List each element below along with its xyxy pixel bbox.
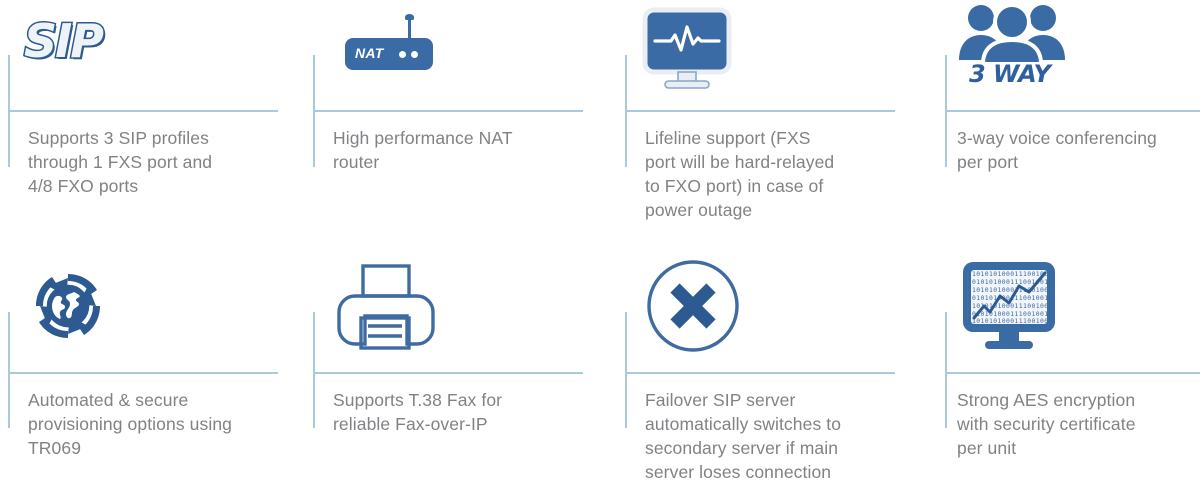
- router-antenna-tip: [405, 14, 414, 20]
- printer-fax-glyph: [337, 264, 435, 350]
- nat-router-icon: NAT: [333, 8, 453, 88]
- router-body: NAT: [345, 38, 433, 70]
- cell-horizontal-rule: [625, 372, 895, 374]
- cell-horizontal-rule: [945, 372, 1200, 374]
- circle-x-glyph: [647, 260, 739, 352]
- circle-x-icon: [643, 256, 743, 361]
- sip-logo-text: SIP: [23, 13, 104, 70]
- feature-caption: Failover SIP server automatically switch…: [645, 390, 842, 482]
- three-users-icon: 3 WAY: [955, 0, 1085, 100]
- icon-area: [625, 250, 865, 352]
- router-antenna-pole: [408, 18, 411, 40]
- feature-caption: 3-way voice conferencing per port: [957, 128, 1157, 172]
- icon-area: 3 WAY: [945, 0, 1185, 100]
- icon-area: [8, 250, 248, 350]
- icon-area: NAT: [313, 0, 553, 100]
- cell-horizontal-rule: [8, 110, 278, 112]
- feature-card-lifeline-support: Lifeline support (FXS port will be hard-…: [625, 0, 930, 235]
- three-users-glyph: [959, 3, 1065, 64]
- cell-horizontal-rule: [313, 372, 583, 374]
- monitor-heartbeat-glyph: [642, 7, 732, 89]
- cell-vertical-rule: [313, 312, 315, 428]
- feature-caption: Lifeline support (FXS port will be hard-…: [645, 128, 835, 220]
- svg-text:101010100011100100101010: 101010100011100100101010: [972, 286, 1061, 294]
- cell-vertical-rule: [945, 312, 947, 428]
- feature-caption: Strong AES encryption with security cert…: [957, 390, 1136, 458]
- svg-text:101010100011100100101010: 101010100011100100101010: [972, 302, 1061, 310]
- icon-area: [625, 0, 865, 100]
- feature-caption: High performance NAT router: [333, 128, 513, 172]
- cell-horizontal-rule: [8, 372, 278, 374]
- feature-card-t38-fax: Supports T.38 Fax for reliable Fax-over-…: [313, 250, 613, 469]
- globe-refresh-glyph: [36, 274, 100, 338]
- svg-text:101010100011100100101010: 101010100011100100101010: [972, 270, 1061, 278]
- monitor-heartbeat-icon: [641, 6, 733, 97]
- svg-text:010101000111001001010101: 010101000111001001010101: [972, 294, 1061, 302]
- feature-caption: Supports 3 SIP profiles through 1 FXS po…: [28, 128, 213, 196]
- cell-horizontal-rule: [625, 110, 895, 112]
- feature-caption: Supports T.38 Fax for reliable Fax-over-…: [333, 390, 503, 434]
- feature-card-sip-profiles: SIP Supports 3 SIP profiles through 1 FX…: [8, 0, 308, 235]
- globe-refresh-arrows-icon: [18, 256, 118, 361]
- nat-label: NAT: [355, 45, 384, 61]
- sip-logo-icon: SIP: [23, 13, 104, 70]
- svg-text:101010100011100100101010: 101010100011100100101010: [972, 317, 1061, 325]
- feature-card-nat-router: NAT High performance NAT router: [313, 0, 613, 235]
- svg-text:010101000111001001010101: 010101000111001001010101: [972, 278, 1061, 286]
- feature-card-aes-encryption: 101010100011100100101010 010101000111001…: [945, 250, 1200, 469]
- router-led-2-icon: [411, 51, 418, 58]
- feature-card-three-way-conferencing: 3 WAY 3-way voice conferencing per port: [945, 0, 1200, 235]
- cell-vertical-rule: [625, 312, 627, 428]
- cell-horizontal-rule: [313, 110, 583, 112]
- icon-area: 101010100011100100101010 010101000111001…: [945, 250, 1185, 350]
- three-way-label: 3 WAY: [969, 60, 1051, 88]
- icon-area: SIP: [8, 0, 248, 100]
- svg-text:010101000111001001010101: 010101000111001001010101: [972, 310, 1061, 318]
- cell-vertical-rule: [8, 312, 10, 428]
- printer-fax-icon: [333, 256, 437, 361]
- icon-area: [313, 250, 553, 350]
- monitor-binary-chart-glyph: 101010100011100100101010 010101000111001…: [963, 262, 1061, 349]
- monitor-binary-chart-icon: 101010100011100100101010 010101000111001…: [957, 256, 1061, 361]
- feature-card-auto-provisioning: Automated & secure provisioning options …: [8, 250, 308, 469]
- feature-grid: SIP Supports 3 SIP profiles through 1 FX…: [8, 0, 1200, 482]
- router-led-1-icon: [399, 51, 406, 58]
- feature-caption: Automated & secure provisioning options …: [28, 390, 232, 458]
- feature-card-failover-sip-server: Failover SIP server automatically switch…: [625, 250, 930, 482]
- cell-horizontal-rule: [945, 110, 1200, 112]
